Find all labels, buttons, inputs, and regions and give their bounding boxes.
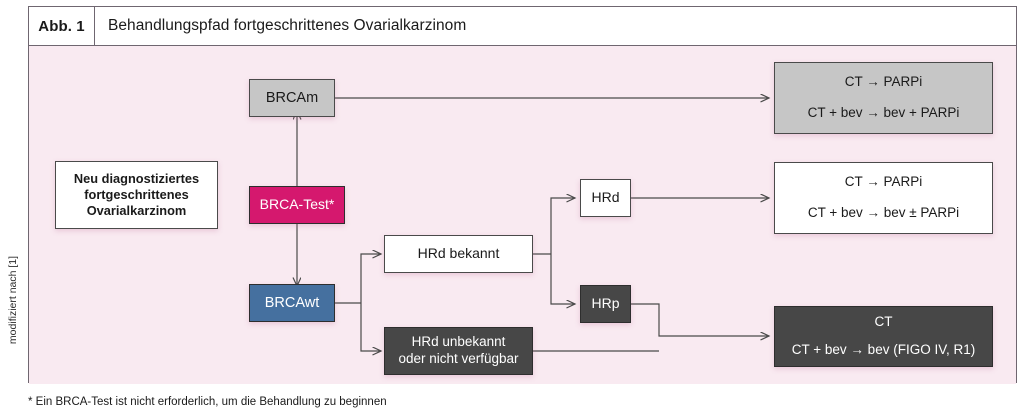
node-hrp-label: HRp: [591, 295, 620, 312]
node-hrd-bekannt-label: HRd bekannt: [417, 245, 500, 262]
figure-title: Behandlungspfad fortgeschrittenes Ovaria…: [108, 17, 467, 34]
node-brcam[interactable]: BRCAm: [249, 79, 335, 117]
node-brca-test[interactable]: BRCA-Test*: [249, 186, 345, 224]
diagram-canvas: Neu diagnostiziertes fortgeschrittenes O…: [29, 46, 1016, 384]
node-outcome-hrd[interactable]: CT → PARPi CT + bev → bev ± PARPi: [774, 162, 993, 234]
node-outcome-hrp-line2: CT + bev → bev (FIGO IV, R1): [791, 342, 976, 357]
figure-footnote: * Ein BRCA-Test ist nicht erforderlich, …: [28, 396, 387, 408]
node-start-line3: Ovarialkarzinom: [86, 202, 187, 218]
node-outcome-brcam[interactable]: CT → PARPi CT + bev → bev + PARPi: [774, 62, 993, 134]
figure-header: Abb. 1 Behandlungspfad fortgeschrittenes…: [29, 7, 1016, 46]
node-brcam-label: BRCAm: [265, 89, 319, 106]
node-brcawt-label: BRCAwt: [264, 294, 320, 311]
node-start-line1: Neu diagnostiziertes: [73, 171, 200, 187]
node-start-diagnosis[interactable]: Neu diagnostiziertes fortgeschrittenes O…: [55, 161, 218, 229]
node-outcome-brcam-line1: CT → PARPi: [844, 74, 923, 90]
figure-frame: Abb. 1 Behandlungspfad fortgeschrittenes…: [28, 6, 1017, 384]
node-brca-test-label: BRCA-Test*: [259, 196, 335, 213]
node-hrd[interactable]: HRd: [580, 179, 631, 217]
node-start-line2: fortgeschrittenes: [84, 187, 189, 202]
node-outcome-hrp-line1: CT: [874, 314, 893, 330]
node-hrd-unbekannt-line2: oder nicht verfügbar: [398, 351, 519, 366]
node-outcome-hrd-line1: CT → PARPi: [844, 174, 923, 190]
node-outcome-brcam-line2: CT + bev → bev + PARPi: [807, 105, 960, 120]
node-hrd-bekannt[interactable]: HRd bekannt: [384, 235, 533, 273]
node-hrd-unbekannt[interactable]: HRd unbekannt oder nicht verfügbar: [384, 327, 533, 375]
source-credit: modifiziert nach [1]: [7, 255, 19, 345]
node-brcawt[interactable]: BRCAwt: [249, 284, 335, 322]
figure-number: Abb. 1: [38, 17, 85, 35]
header-divider: [94, 7, 95, 45]
node-hrd-unbekannt-line1: HRd unbekannt: [411, 334, 506, 350]
node-outcome-hrd-line2: CT + bev → bev ± PARPi: [807, 205, 960, 220]
node-hrp[interactable]: HRp: [580, 285, 631, 323]
node-hrd-label: HRd: [591, 189, 620, 206]
node-outcome-hrp[interactable]: CT CT + bev → bev (FIGO IV, R1): [774, 306, 993, 367]
